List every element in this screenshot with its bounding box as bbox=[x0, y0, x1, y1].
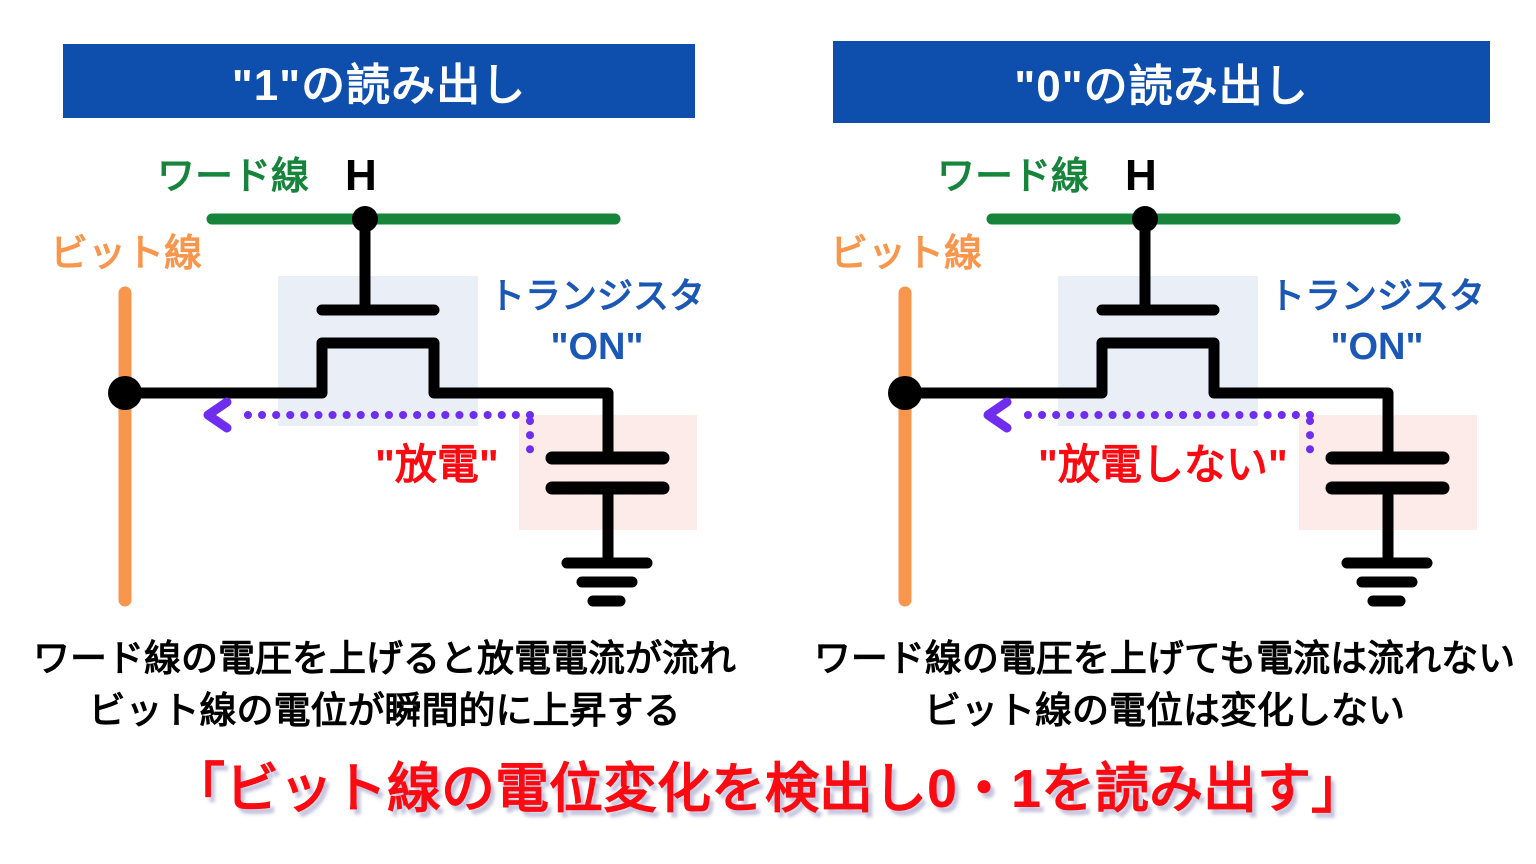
circuit-diagram bbox=[820, 140, 1536, 620]
panel-caption: ワード線の電圧を上げると放電電流が流れ ビット線の電位が瞬間的に上昇する bbox=[12, 633, 757, 737]
summary-text: 「ビット線の電位変化を検出し0・1を読み出す」 bbox=[170, 759, 1366, 819]
caption-line-2: ビット線の電位は変化しない bbox=[924, 689, 1405, 731]
panel-title: "0"の読み出し bbox=[833, 41, 1490, 123]
word-line-label: ワード線 bbox=[937, 156, 1090, 198]
transistor-label: トランジスタ bbox=[488, 275, 705, 316]
caption-line-1: ワード線の電圧を上げると放電電流が流れ bbox=[33, 638, 736, 679]
caption-line-2: ビット線の電位が瞬間的に上昇する bbox=[88, 689, 681, 731]
panel-caption: ワード線の電圧を上げても電流は流れない ビット線の電位は変化しない bbox=[792, 633, 1536, 737]
transistor-state-label: "ON" bbox=[550, 326, 644, 368]
discharge-label: "放電" bbox=[375, 441, 499, 488]
transistor-label: トランジスタ bbox=[1268, 275, 1485, 316]
transistor-state-label: "ON" bbox=[1330, 326, 1424, 368]
voltage-level-label: H bbox=[1125, 151, 1157, 200]
bit-line-label: ビット線 bbox=[50, 233, 203, 275]
caption-line-1: ワード線の電圧を上げても電流は流れない bbox=[813, 638, 1516, 679]
circuit-diagram bbox=[40, 140, 760, 620]
discharge-label: "放電しない" bbox=[1038, 441, 1288, 488]
panel-read-zero: "0"の読み出し ワード線 H ビット線 トランジスタ "ON" "放電しない"… bbox=[780, 0, 1536, 760]
panel-title: "1"の読み出し bbox=[63, 44, 695, 118]
word-line-label: ワード線 bbox=[157, 156, 310, 198]
bit-line-label: ビット線 bbox=[830, 233, 983, 275]
panel-read-one: "1"の読み出し ワード線 H ビット線 トランジスタ "ON" "放電" ワー… bbox=[0, 0, 770, 760]
voltage-level-label: H bbox=[345, 151, 377, 200]
